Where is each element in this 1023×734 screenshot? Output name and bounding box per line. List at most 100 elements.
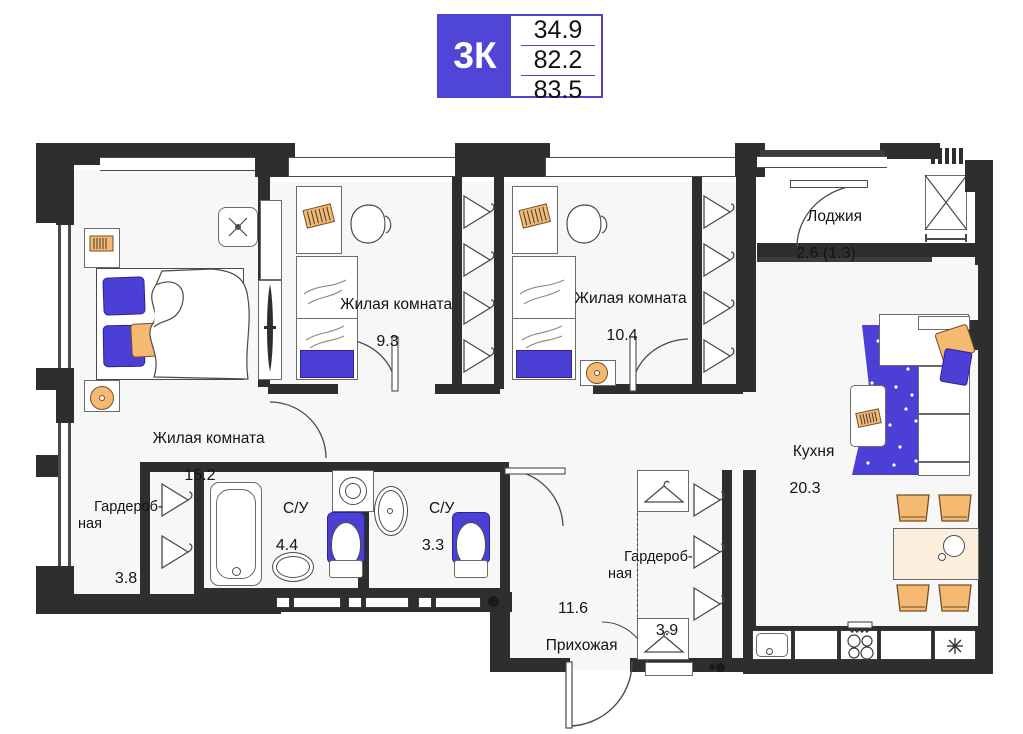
dining-chairs-top <box>896 494 972 522</box>
wall-exterior-corner-nook <box>36 143 58 208</box>
apartment-type-badge: 3К 34.9 82.2 83.5 <box>437 14 603 104</box>
label-bedroom-master: Жилая комната 15.2 <box>110 412 290 522</box>
label-bathroom-2-name: С/У <box>428 500 455 518</box>
label-wardrobe-2: Гардероб- ная <box>608 532 700 600</box>
book-icon-coffee-table <box>855 408 882 428</box>
label-bedroom-master-area: 15.2 <box>184 466 216 484</box>
wall-loggia-top-thin <box>760 150 885 156</box>
label-bathroom-1-name: С/У <box>282 500 309 518</box>
loggia-rail-bar-left <box>925 234 927 242</box>
bathtub-inner <box>216 489 256 579</box>
label-kitchen: Кухня 20.3 <box>760 425 850 535</box>
radiator-cell-4 <box>365 597 409 608</box>
door-swing-bathroom-2 <box>504 467 566 527</box>
wall-hallway-bottom <box>490 658 570 672</box>
loggia-railing-hatch <box>931 148 963 164</box>
bathtub-drain <box>232 567 241 576</box>
wardrobe2-dashed-divider <box>637 490 638 640</box>
wall-wardrobe1-right <box>194 470 204 605</box>
wall-exterior-top-seg3 <box>455 143 550 177</box>
window-left-glass-inner <box>68 225 71 370</box>
dining-table <box>893 528 979 580</box>
label-bedroom-master-name: Жилая комната <box>152 430 265 448</box>
wall-wardrobe1-left <box>140 462 150 607</box>
label-bedroom-2: Жилая комната 9.3 <box>300 278 475 388</box>
wall-bathroom2-right <box>500 470 510 608</box>
label-bedroom-3: Жилая комната 10.4 <box>532 272 712 382</box>
door-swing-bedroom-3 <box>629 336 689 392</box>
wall-closet-b-right <box>736 177 746 389</box>
hanger-icon-wardrobe2-bottom <box>643 630 685 653</box>
area-summary: 34.9 82.2 83.5 <box>511 16 601 104</box>
wall-bathroom2-top <box>369 462 509 472</box>
room-fill-corridor <box>268 390 743 470</box>
wall-loggia-bottom-line <box>757 257 932 262</box>
wall-window-left-top-frame <box>36 205 58 223</box>
wall-closet-a-left <box>452 177 462 389</box>
hangers-wardrobe-1 <box>161 482 193 570</box>
dining-glass-icon <box>938 553 946 561</box>
wall-kitchen-bottom <box>743 660 993 674</box>
hangers-closet-a <box>463 194 495 374</box>
label-hallway-area: 11.6 <box>558 599 588 617</box>
label-bedroom-2-area: 9.3 <box>376 332 399 350</box>
book-icon-master <box>89 235 114 252</box>
label-wardrobe-1-area-wrap: 3.8 <box>96 533 156 625</box>
kitchen-cabinet-2 <box>880 630 932 660</box>
loggia-window-band <box>757 156 887 168</box>
window-top-1 <box>100 157 272 171</box>
wall-exterior-top-seg1 <box>160 143 270 157</box>
door-swing-bedroom-master <box>269 401 327 459</box>
sofa-seat-2 <box>918 414 970 462</box>
book-icon-bedroom-2 <box>302 203 336 229</box>
wall-corridor-top-right <box>435 384 500 394</box>
room-fill-wardrobe-1 <box>70 470 200 600</box>
kitchen-sink-drain <box>766 648 773 655</box>
loggia-cross-icon <box>924 174 968 231</box>
window-left-lower-inner <box>68 423 71 568</box>
window-left-lower-outer <box>58 423 61 568</box>
wall-kitchen-left-upper <box>743 257 756 392</box>
bed-bedroom-2-crease <box>303 279 347 349</box>
label-bathroom-2: С/У 3.3 <box>404 482 462 592</box>
label-wardrobe-2-name: Гардероб- ная <box>608 549 693 583</box>
label-bathroom-1: С/У 4.4 <box>258 482 316 592</box>
bed-bedroom-3-foot-line <box>512 318 576 320</box>
toilet-bathroom-1-bowl <box>331 522 361 566</box>
lamp-round-master-center <box>99 395 105 401</box>
toilet-bathroom-2-tank <box>454 560 488 578</box>
label-loggia: Лоджия 2.6 (1.3) <box>765 190 887 300</box>
room-fill-hallway <box>507 470 637 670</box>
wall-exterior-left-upper <box>56 165 74 225</box>
label-bathroom-1-area: 4.4 <box>275 536 299 554</box>
wall-closet-b-left <box>692 177 702 389</box>
loggia-rail-bar <box>925 238 967 240</box>
radiator-cell-2 <box>293 597 341 608</box>
sink-bathroom-2-drain <box>387 508 393 514</box>
label-hallway: 11.6 Прихожая <box>512 563 634 673</box>
outlet-dot-hallway-1 <box>709 664 715 670</box>
label-bathroom-2-area: 3.3 <box>421 536 445 554</box>
window-top-3 <box>545 157 745 177</box>
wardrobe-master-door <box>260 200 282 280</box>
label-bedroom-3-name: Жилая комната <box>574 290 687 308</box>
radiator-cell-1 <box>276 597 290 608</box>
lamp-bedroom-3-center <box>594 370 600 376</box>
wardrobe-handle-icon <box>264 284 276 372</box>
wall-exterior-left-bottom <box>36 566 58 596</box>
bed-bedroom-3-blanket <box>516 350 572 378</box>
chair-bedroom-3 <box>566 204 608 244</box>
bed-bedroom-2-foot-line <box>296 318 358 320</box>
area-total-value: 82.2 <box>521 45 595 75</box>
bed-bedroom-3-crease <box>519 279 565 349</box>
hangers-wardrobe-2 <box>693 482 725 622</box>
washer-door-inner <box>345 483 361 499</box>
bed-blanket-master <box>149 268 250 380</box>
label-bedroom-2-name: Жилая комната <box>340 296 453 314</box>
toilet-bathroom-2-bowl <box>456 522 486 566</box>
window-top-2 <box>288 157 458 177</box>
entry-door-swing <box>565 661 633 729</box>
wall-corridor-top-right2 <box>593 384 743 394</box>
wall-exterior-bottom-left <box>36 594 281 614</box>
loggia-rail-bar-right <box>965 234 967 242</box>
